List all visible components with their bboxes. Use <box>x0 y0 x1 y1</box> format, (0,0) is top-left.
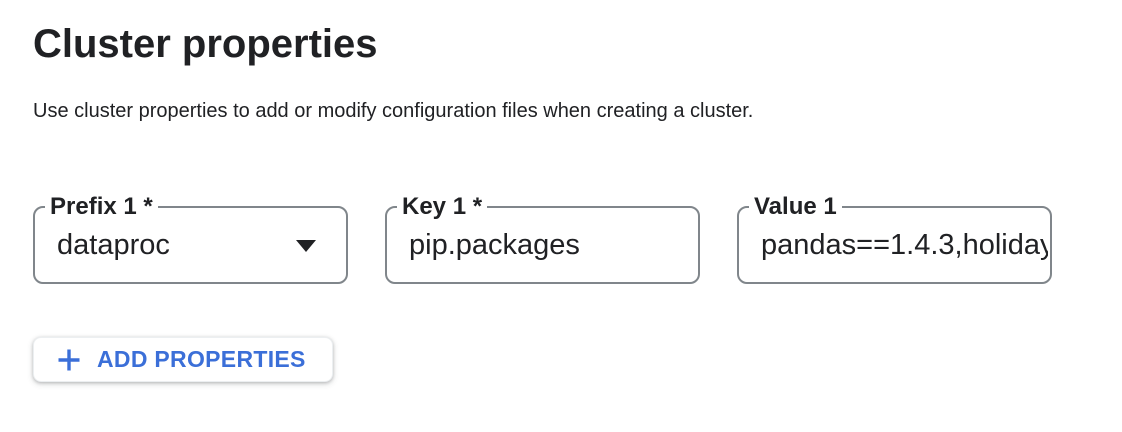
prefix-field-label: Prefix 1 * <box>45 193 158 221</box>
property-row-1: Prefix 1 * dataproc Key 1 * Value 1 <box>33 193 1122 284</box>
key-field: Key 1 * <box>385 193 700 284</box>
page-description: Use cluster properties to add or modify … <box>33 100 754 122</box>
dropdown-arrow-icon[interactable] <box>296 240 316 252</box>
cluster-properties-section: Cluster properties Use cluster propertie… <box>0 20 1122 284</box>
value-field: Value 1 <box>737 193 1052 284</box>
key-field-label: Key 1 * <box>397 193 488 221</box>
prefix-select-field[interactable]: Prefix 1 * dataproc <box>33 193 348 284</box>
plus-icon <box>54 345 84 375</box>
add-properties-label: ADD PROPERTIES <box>97 346 306 372</box>
value-field-label: Value 1 <box>749 193 842 221</box>
add-properties-button[interactable]: ADD PROPERTIES <box>33 337 333 382</box>
prefix-field-value: dataproc <box>57 228 170 261</box>
page-title: Cluster properties <box>33 22 378 66</box>
